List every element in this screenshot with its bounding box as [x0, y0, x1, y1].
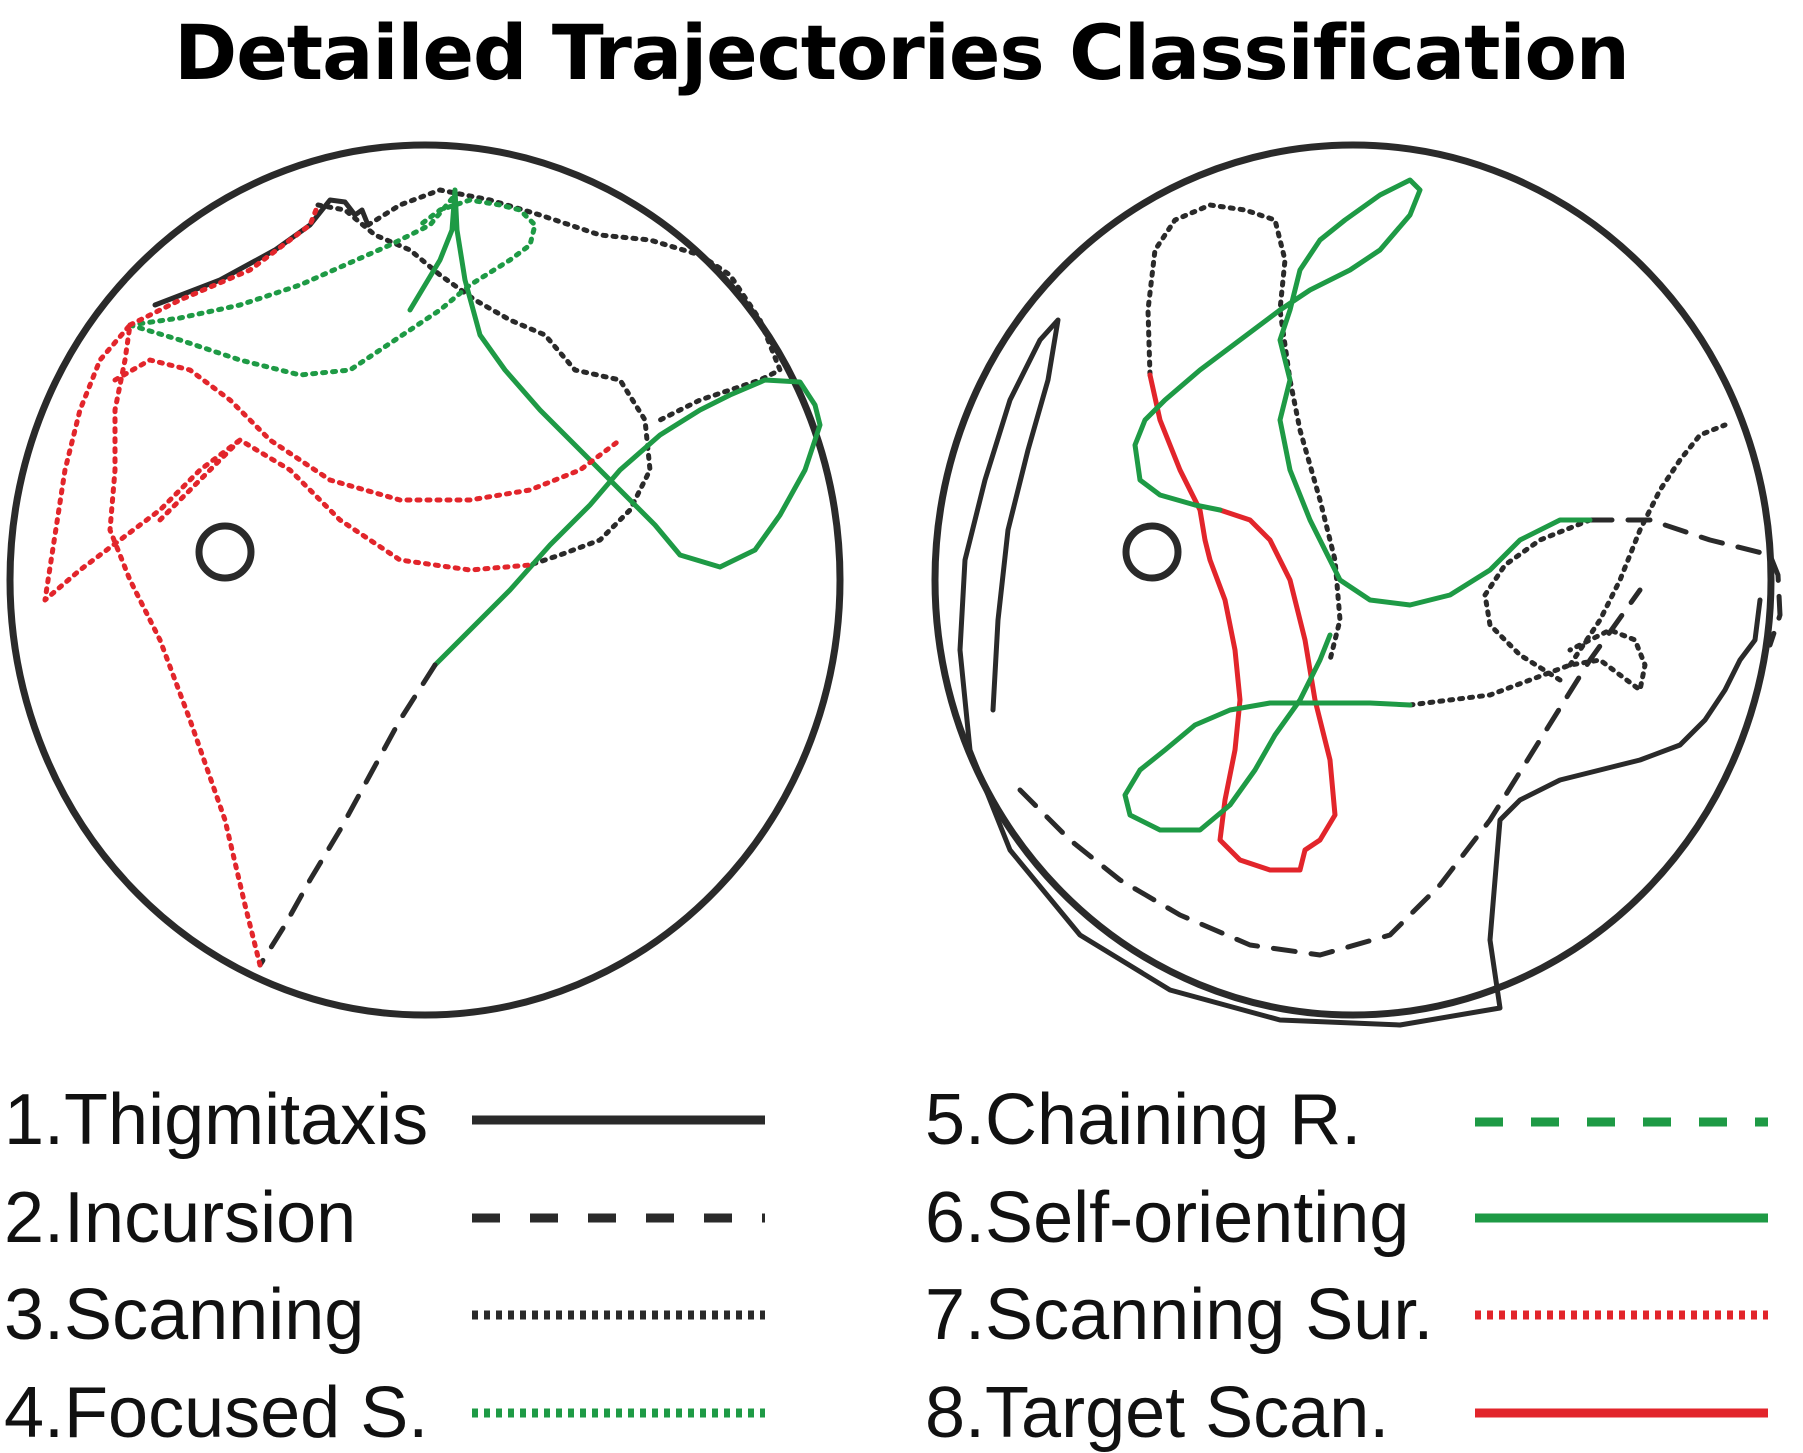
legend-label-target-scan: 8.Target Scan. — [925, 1373, 1390, 1453]
right-pool — [931, 141, 1783, 1028]
left-self-orienting-path — [407, 187, 823, 668]
right-self-orienting-path — [1122, 177, 1593, 833]
left-thigmotaxis-path — [152, 197, 371, 308]
right-thigmotaxis-path — [957, 317, 1763, 1028]
legend-label-scanning: 3.Scanning — [4, 1275, 365, 1355]
legend-label-incursion: 2.Incursion — [4, 1178, 357, 1258]
right-incursion-path — [1017, 517, 1783, 958]
left-platform — [195, 522, 255, 582]
left-focused-search-path — [127, 192, 538, 378]
legend-lines — [472, 1115, 1768, 1418]
left-pool-outline — [6, 141, 844, 1019]
legend-label-focused-search: 4.Focused S. — [4, 1373, 429, 1453]
left-pool — [6, 141, 844, 1019]
right-pool-outline — [931, 141, 1775, 1019]
right-target-scan-path — [1147, 372, 1338, 873]
left-incursion-path — [257, 662, 438, 968]
legend-label-chaining: 5.Chaining R. — [925, 1080, 1362, 1160]
legend-label-thigmotaxis: 1.Thigmitaxis — [4, 1080, 429, 1160]
right-platform — [1122, 522, 1182, 582]
legend-label-scanning-surroundings: 7.Scanning Sur. — [925, 1275, 1434, 1355]
left-scanning-surroundings-path — [42, 202, 623, 968]
right-scanning-path — [1145, 202, 1728, 708]
legend-label-self-orienting: 6.Self-orienting — [925, 1178, 1410, 1258]
figure-title: Detailed Trajectories Classification — [174, 8, 1630, 97]
